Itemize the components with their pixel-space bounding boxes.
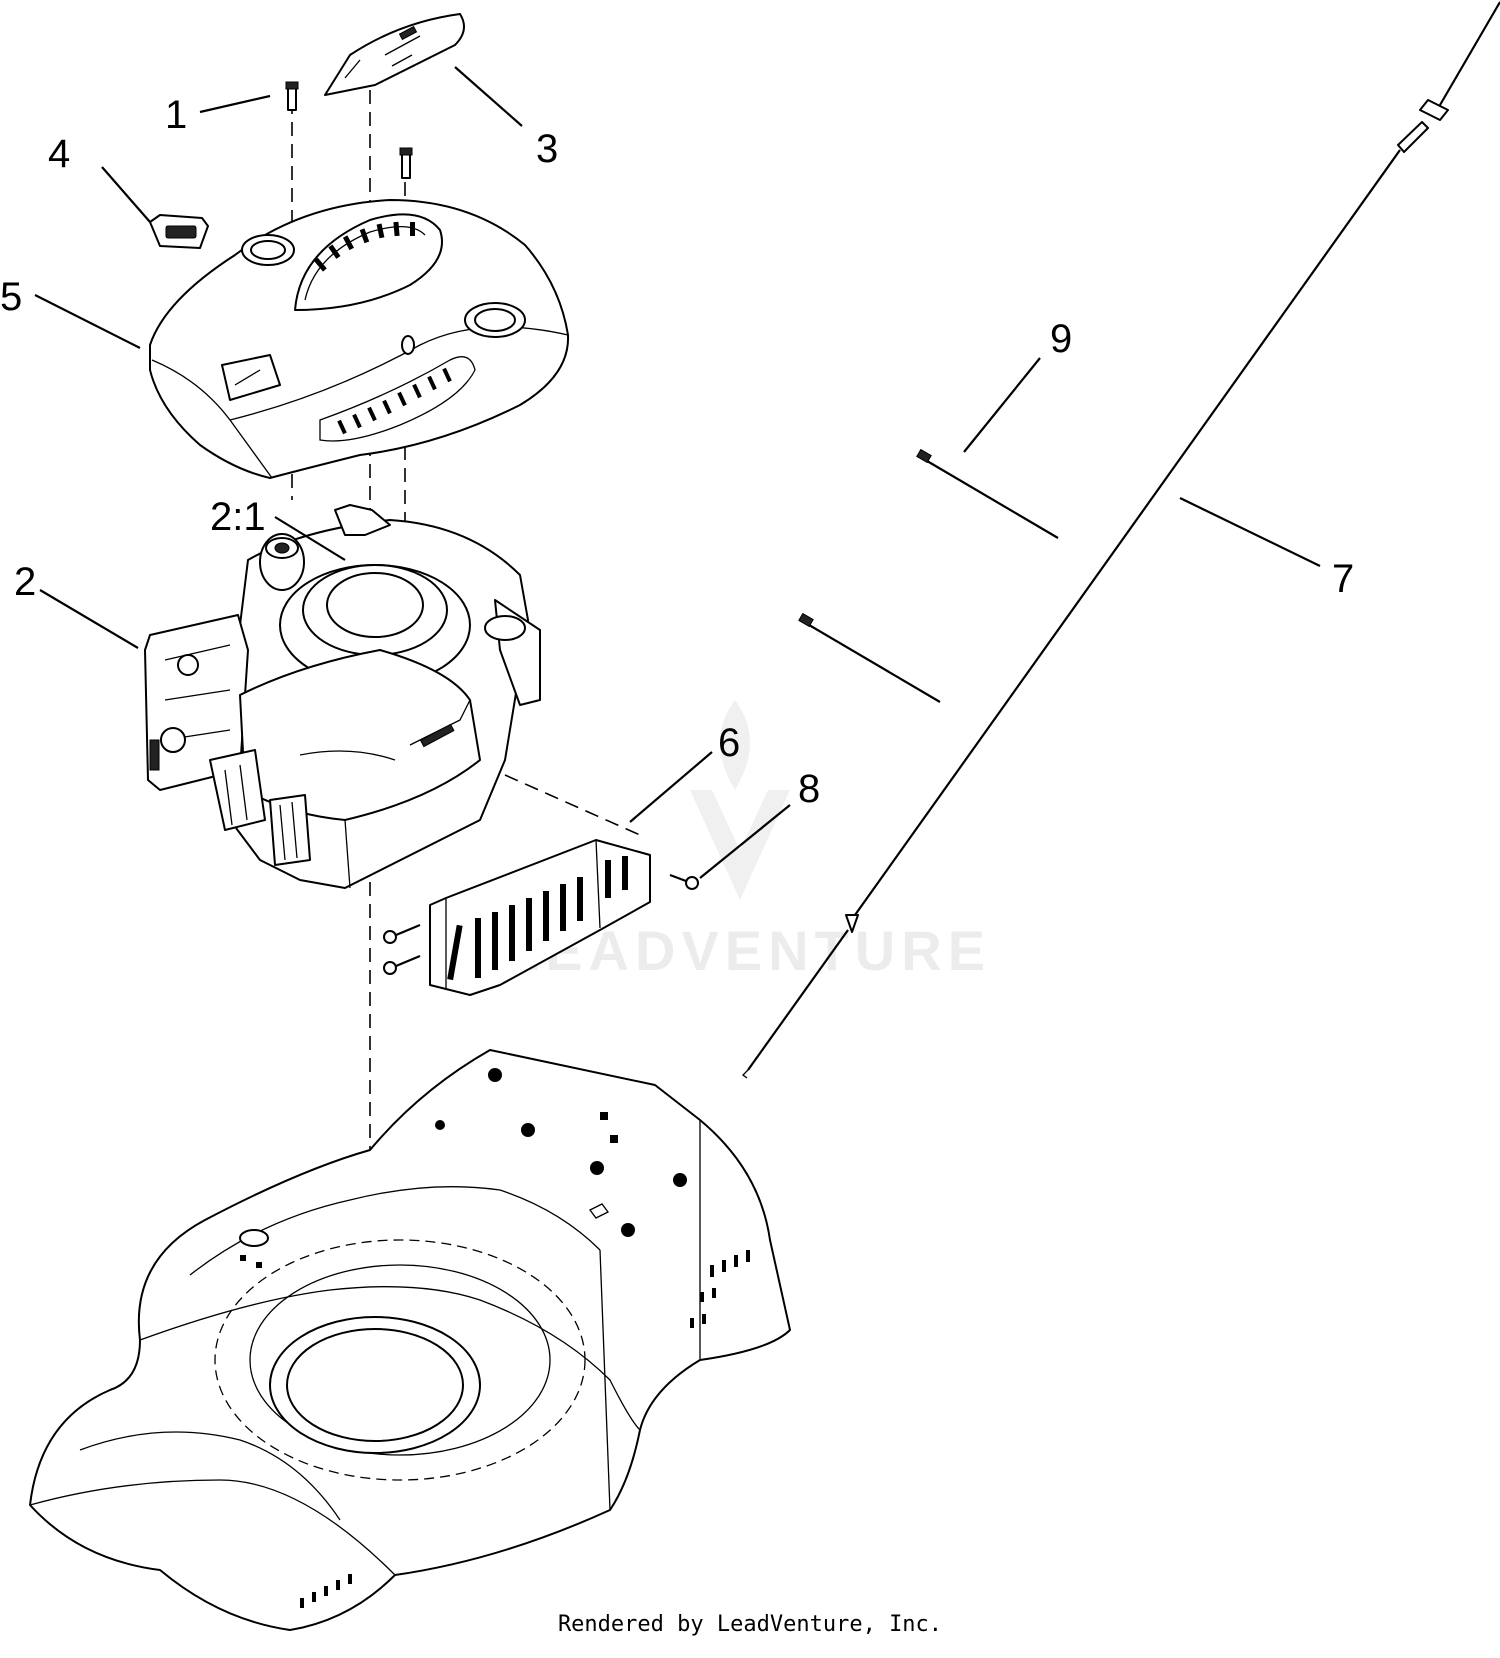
part-5-engine-shroud bbox=[149, 199, 570, 479]
callout-2-1: 2:1 bbox=[210, 495, 266, 539]
callout-2: 2 bbox=[14, 560, 36, 604]
part-7-cable bbox=[742, 1, 1500, 1079]
callout-1: 1 bbox=[165, 93, 187, 137]
leader-lines bbox=[34, 66, 1321, 879]
part-9-cable-ties bbox=[798, 448, 1059, 703]
part-1-screw bbox=[285, 81, 299, 111]
part-8-screws bbox=[383, 873, 699, 975]
screw-stud bbox=[399, 147, 413, 179]
mower-deck bbox=[29, 1049, 791, 1631]
callout-8: 8 bbox=[798, 767, 820, 811]
part-4-badge bbox=[149, 214, 209, 249]
render-credit: Rendered by LeadVenture, Inc. bbox=[557, 1612, 943, 1637]
callout-3: 3 bbox=[536, 127, 558, 171]
callout-6: 6 bbox=[718, 721, 740, 765]
callout-9: 9 bbox=[1050, 317, 1072, 361]
callout-5: 5 bbox=[0, 275, 22, 319]
part-6-guard bbox=[429, 839, 651, 996]
callout-7: 7 bbox=[1332, 557, 1354, 601]
callout-4: 4 bbox=[48, 132, 70, 176]
callouts: 1 2 2:1 3 4 5 6 7 8 9 bbox=[0, 93, 1354, 811]
part-3-decal bbox=[324, 13, 465, 96]
part-2-engine bbox=[144, 504, 541, 889]
